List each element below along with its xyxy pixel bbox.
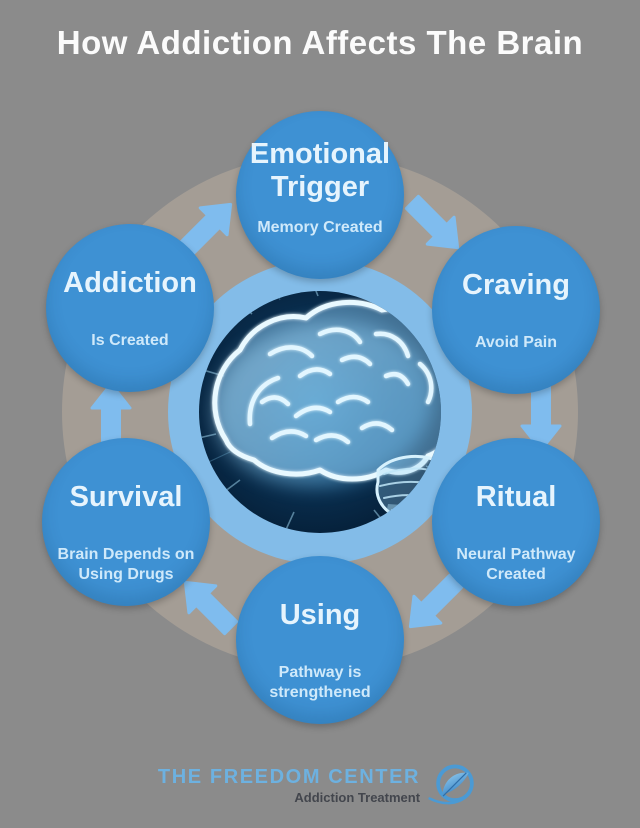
node-sublabel: Brain Depends on Using Drugs: [57, 545, 195, 583]
node-ritual: Ritual Neural Pathway Created: [432, 438, 600, 606]
node-emotional-trigger: Emotional Trigger Memory Created: [236, 111, 404, 279]
feather-icon: [428, 764, 474, 805]
node-sublabel: Pathway is strengthened: [269, 663, 371, 701]
brand-tagline: Addiction Treatment: [294, 789, 421, 805]
brand-name: THE FREEDOM CENTER: [157, 765, 421, 788]
cycle-arrows: [90, 194, 562, 636]
brain-image: [199, 291, 441, 533]
arrow-emotional-trigger-to-craving: [404, 194, 460, 250]
node-label: Craving: [462, 269, 570, 302]
node-sublabel: Neural Pathway Created: [456, 545, 576, 583]
node-craving: Craving Avoid Pain: [432, 226, 600, 394]
node-label: Survival: [69, 481, 183, 514]
page-title: How Addiction Affects The Brain: [56, 24, 584, 61]
node-sublabel: Memory Created: [257, 218, 383, 236]
node-addiction: Addiction Is Created: [46, 224, 214, 392]
node-sublabel: Avoid Pain: [474, 333, 558, 351]
node-sublabel: Is Created: [91, 331, 169, 349]
node-label: Ritual: [475, 481, 557, 514]
arrow-using-to-survival: [183, 580, 239, 636]
logo-text-block: THE FREEDOM CENTER Addiction Treatment: [158, 766, 420, 805]
node-label: Addiction: [63, 267, 197, 300]
node-label: Emotional Trigger: [249, 138, 391, 203]
freedom-center-logo: THE FREEDOM CENTER Addiction Treatment: [0, 760, 640, 810]
node-label: Using: [279, 599, 361, 632]
node-using: Using Pathway is strengthened: [236, 556, 404, 724]
node-survival: Survival Brain Depends on Using Drugs: [42, 438, 210, 606]
